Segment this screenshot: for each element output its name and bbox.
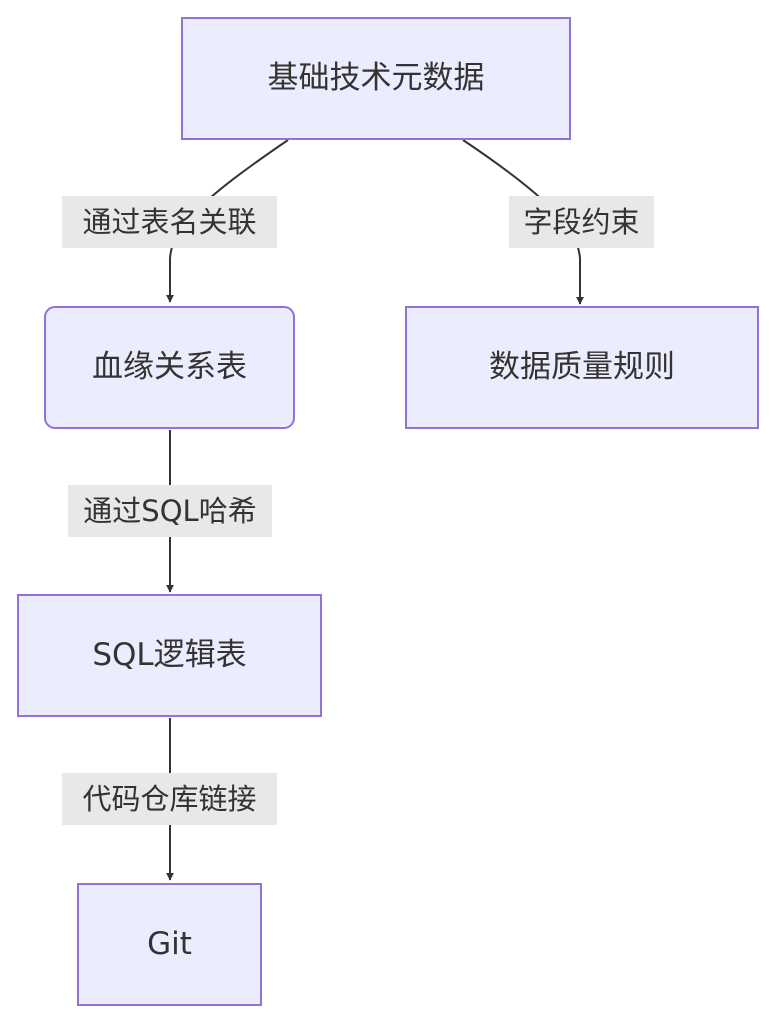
edge-label-metadata-to-quality: 字段约束 — [509, 196, 654, 248]
node-box — [44, 306, 295, 429]
node-label: 血缘关系表 — [92, 349, 247, 385]
edge-label-bg — [68, 485, 272, 537]
edge-label-text: 字段约束 — [523, 205, 639, 239]
edge-label-metadata-to-lineage: 通过表名关联 — [62, 196, 277, 248]
node-tech-metadata[interactable]: 基础技术元数据 — [181, 17, 571, 140]
edge-label-text: 通过表名关联 — [82, 205, 256, 239]
node-box — [181, 17, 571, 140]
edge-label-lineage-to-sql: 通过SQL哈希 — [68, 485, 272, 537]
node-data-quality-rules[interactable]: 数据质量规则 — [405, 306, 759, 429]
edge-label-text: 代码仓库链接 — [82, 782, 256, 816]
edge-label-sql-to-git: 代码仓库链接 — [62, 773, 277, 825]
edge-label-bg — [62, 196, 277, 248]
edge-label-text: 通过SQL哈希 — [83, 494, 256, 528]
node-label: Git — [147, 926, 192, 962]
node-box — [77, 883, 262, 1006]
node-label: 基础技术元数据 — [268, 60, 485, 96]
edge-label-bg — [509, 196, 654, 248]
node-label: 数据质量规则 — [489, 349, 675, 385]
node-git[interactable]: Git — [77, 883, 262, 1006]
edge-label-bg — [62, 773, 277, 825]
node-sql-logic-table[interactable]: SQL逻辑表 — [17, 594, 322, 717]
node-box — [405, 306, 759, 429]
node-box — [17, 594, 322, 717]
node-label: SQL逻辑表 — [92, 637, 246, 673]
node-lineage-table[interactable]: 血缘关系表 — [44, 306, 295, 429]
